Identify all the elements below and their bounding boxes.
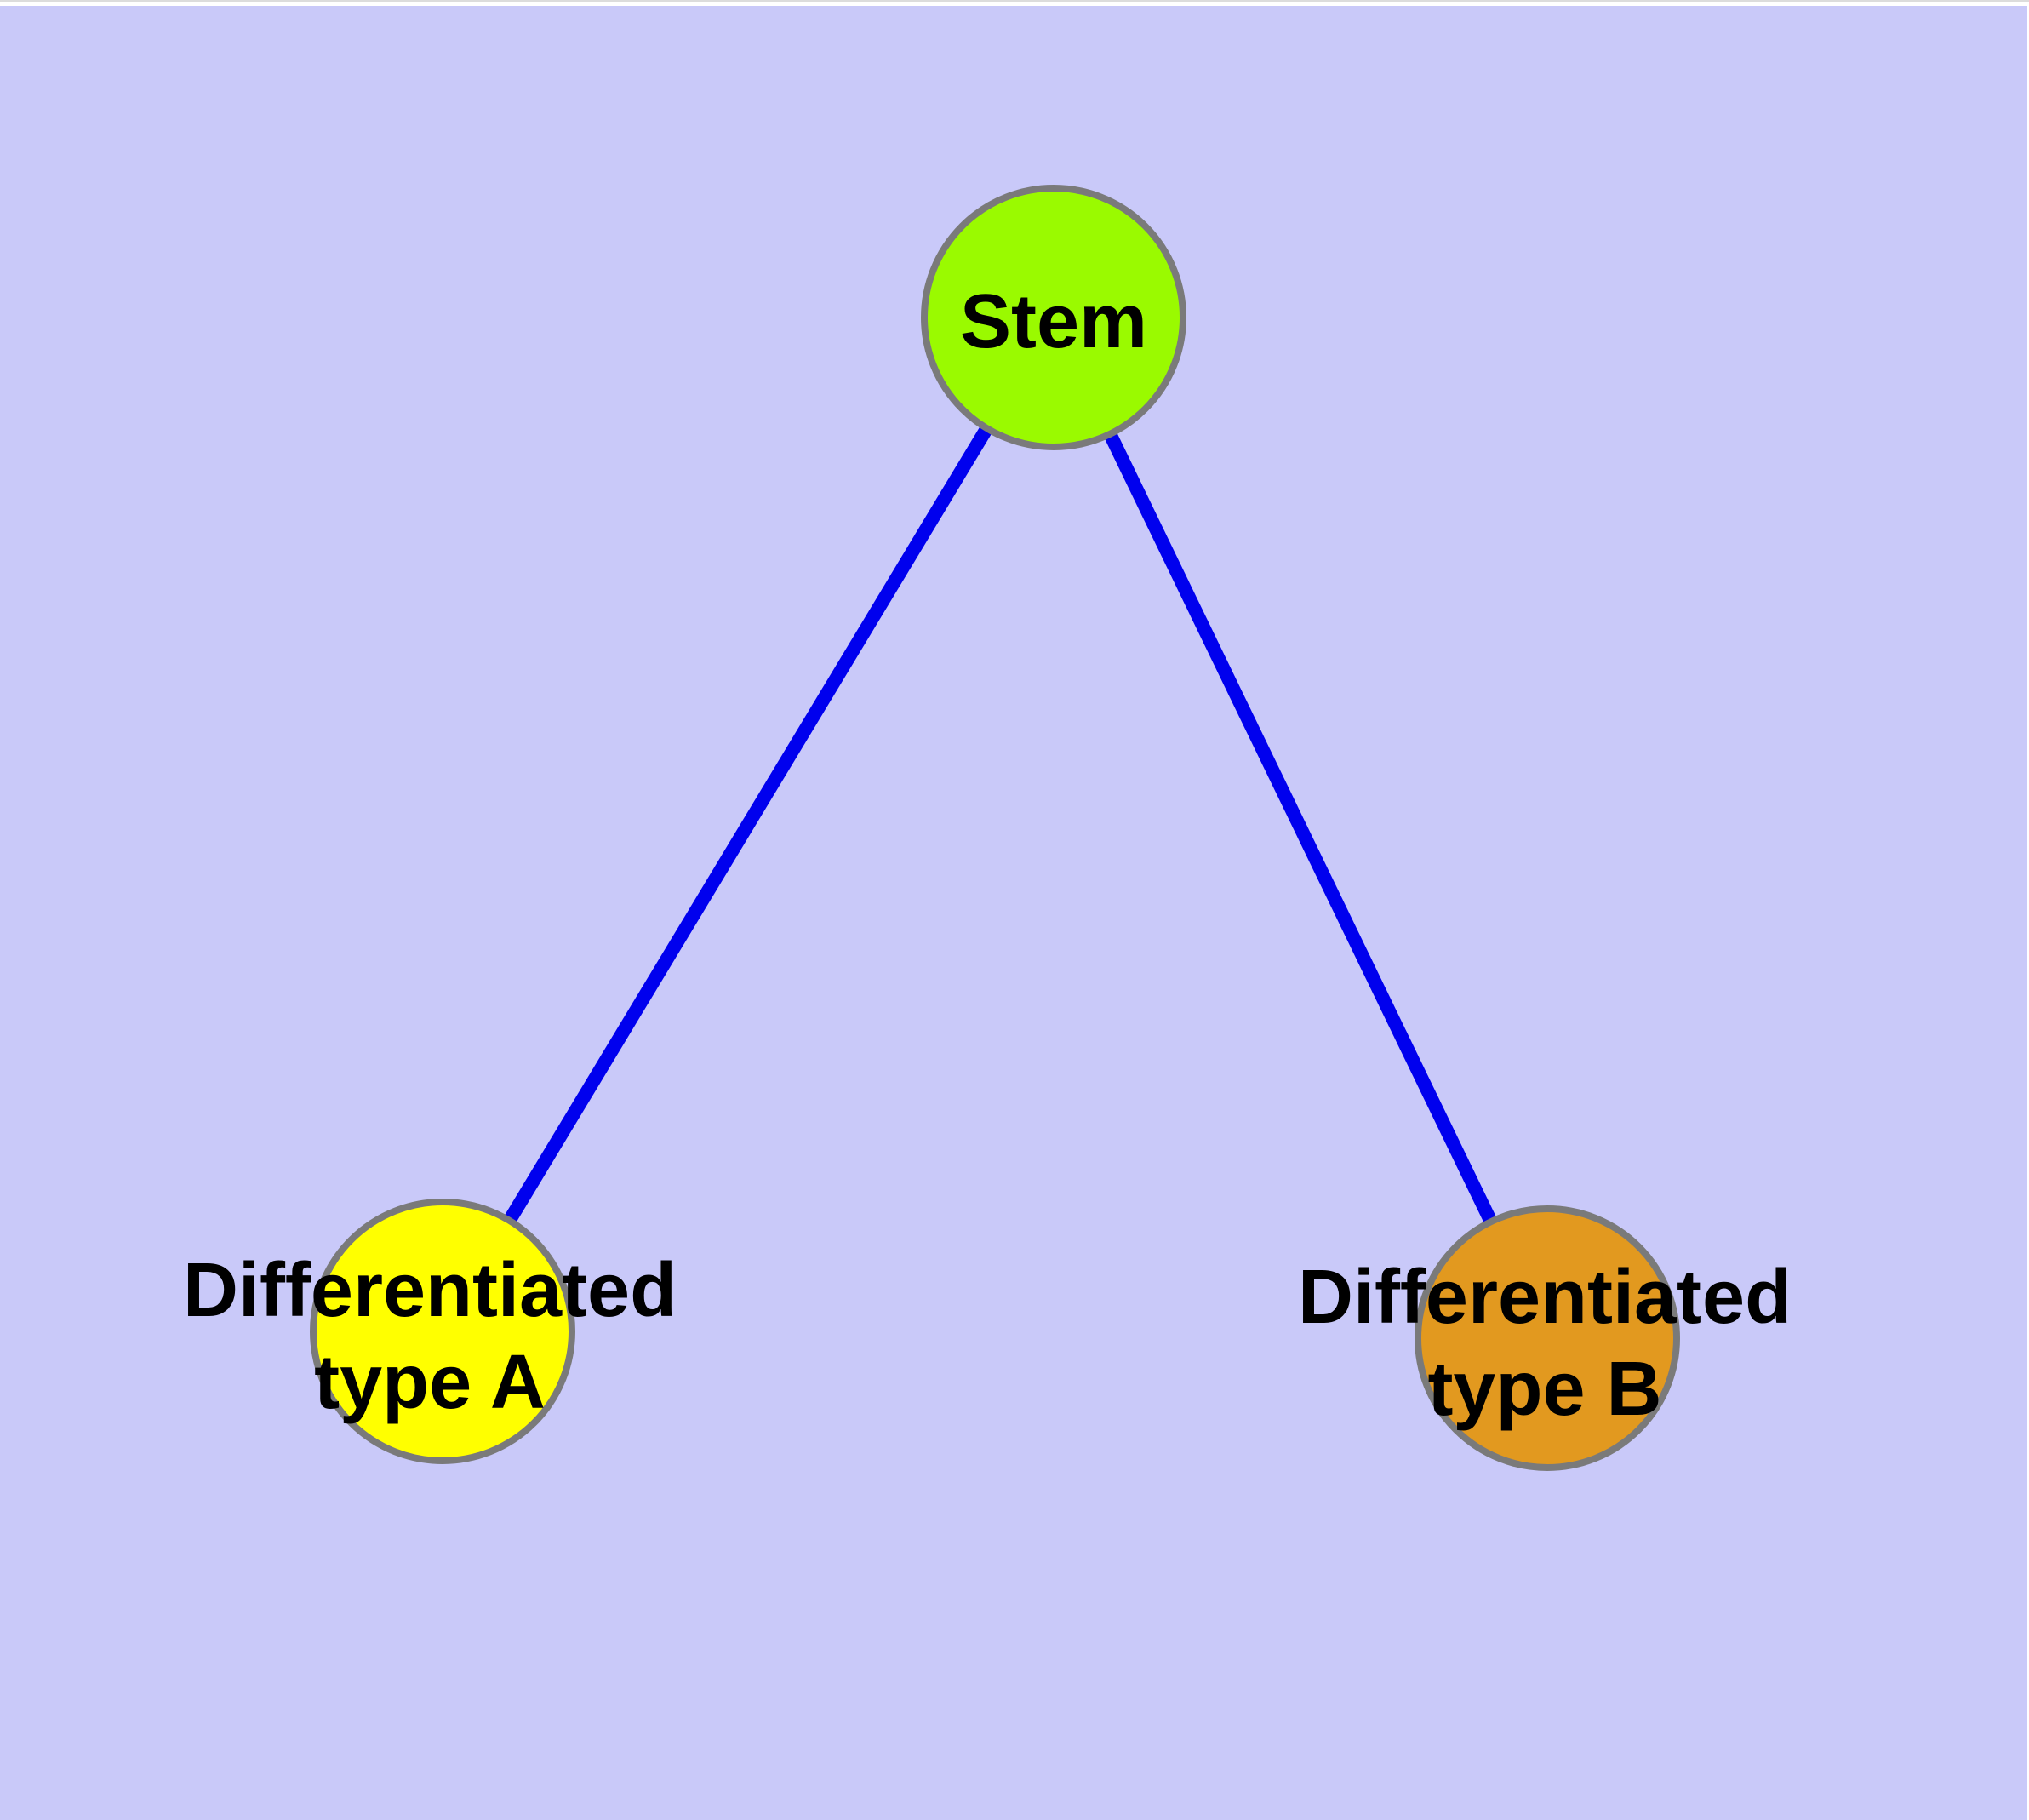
node-type-b-label-line-1: Differentiated bbox=[1297, 1255, 1792, 1340]
node-type-b-label: Differentiated type B bbox=[1298, 1251, 1792, 1435]
node-type-b-label-line-2: type B bbox=[1427, 1347, 1662, 1432]
edge-stem-to-type-b bbox=[1047, 314, 1554, 1342]
node-type-a-label-line-1: Differentiated bbox=[182, 1248, 677, 1333]
node-type-a-label-line-2: type A bbox=[314, 1340, 546, 1425]
window-top-hairline bbox=[0, 0, 2029, 2]
node-type-b-circle bbox=[1415, 1205, 1680, 1471]
node-stem-label-line: Stem bbox=[959, 279, 1148, 364]
node-type-a-circle bbox=[310, 1199, 575, 1464]
node-stem-circle bbox=[921, 185, 1186, 450]
graph-svg bbox=[310, 185, 1680, 1471]
edge-stem-to-type-a bbox=[437, 313, 1060, 1336]
node-stem-label: Stem bbox=[960, 276, 1147, 368]
node-type-a-label: Differentiated type A bbox=[183, 1245, 677, 1428]
diagram-canvas bbox=[0, 6, 2027, 1820]
